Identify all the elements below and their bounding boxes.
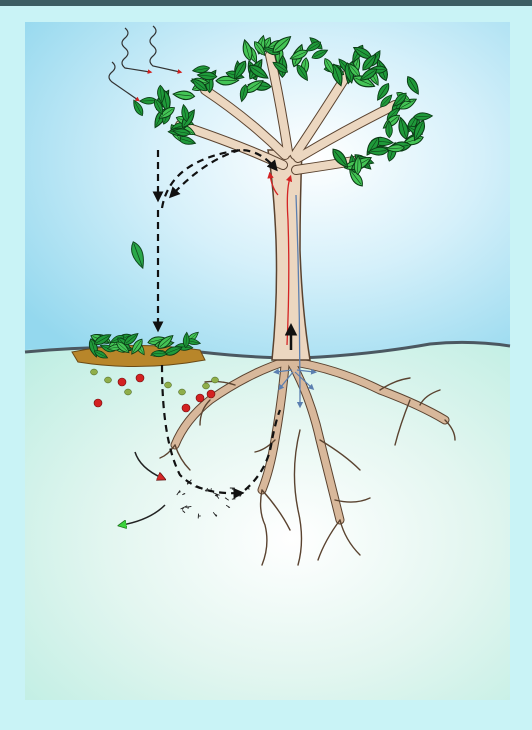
seed-particle — [91, 369, 98, 375]
seed-particle — [125, 389, 132, 395]
seed-particle — [179, 389, 186, 395]
fruit-particle — [207, 390, 215, 398]
seed-particle — [105, 377, 112, 383]
sky-panel — [25, 22, 510, 362]
seed-particle — [165, 382, 172, 388]
fruit-particle — [196, 394, 204, 402]
soil-panel — [25, 342, 510, 700]
fruit-particle — [182, 404, 190, 412]
fruit-particle — [118, 378, 126, 386]
fruit-particle — [94, 399, 102, 407]
seed-particle — [212, 377, 219, 383]
fruit-particle — [136, 374, 144, 382]
top-border — [0, 0, 532, 6]
seed-particle — [203, 383, 210, 389]
fungal-hypha — [211, 488, 212, 489]
